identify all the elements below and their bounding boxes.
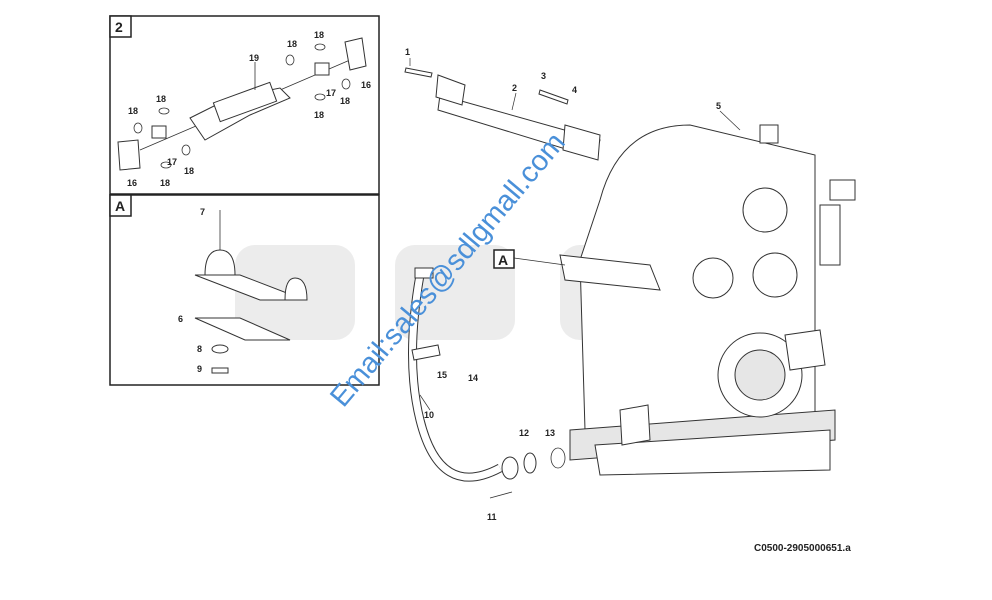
callout-18: 18 [128,106,138,116]
callout-19: 19 [249,53,259,63]
transmission-assembly: 1 2 3 4 5 10 11 12 13 14 15 A [404,47,856,522]
callout-18: 18 [314,30,324,40]
callout-4: 4 [572,85,577,95]
callout-5: 5 [716,101,721,111]
inset-detail-2: 2 18 18 18 18 18 18 18 18 19 16 16 17 17 [109,15,380,195]
callout-18: 18 [314,110,324,120]
callout-18: 18 [160,178,170,188]
callout-12: 12 [519,428,529,438]
callout-16: 16 [361,80,371,90]
callout-16: 16 [127,178,137,188]
drawing-code: C0500-2905000651.a [754,543,851,554]
callout-15: 15 [437,370,447,380]
callout-11: 11 [487,512,497,522]
callout-7: 7 [200,207,205,217]
callout-9: 9 [197,364,202,374]
callout-17: 17 [326,88,336,98]
callout-1: 1 [405,47,410,57]
callout-18: 18 [340,96,350,106]
callout-14: 14 [468,373,478,383]
callout-17: 17 [167,157,177,167]
inset-detail-a: A 7 6 8 9 [109,194,380,386]
callout-3: 3 [541,71,546,81]
callout-13: 13 [545,428,555,438]
callout-10: 10 [424,410,434,420]
callout-18: 18 [156,94,166,104]
callout-18: 18 [287,39,297,49]
callout-2: 2 [512,83,517,93]
callout-6: 6 [178,314,183,324]
callout-18: 18 [184,166,194,176]
callout-a-box: A [498,252,508,268]
callout-8: 8 [197,344,202,354]
inset-2-label: 2 [115,19,123,35]
inset-a-label: A [115,198,125,214]
